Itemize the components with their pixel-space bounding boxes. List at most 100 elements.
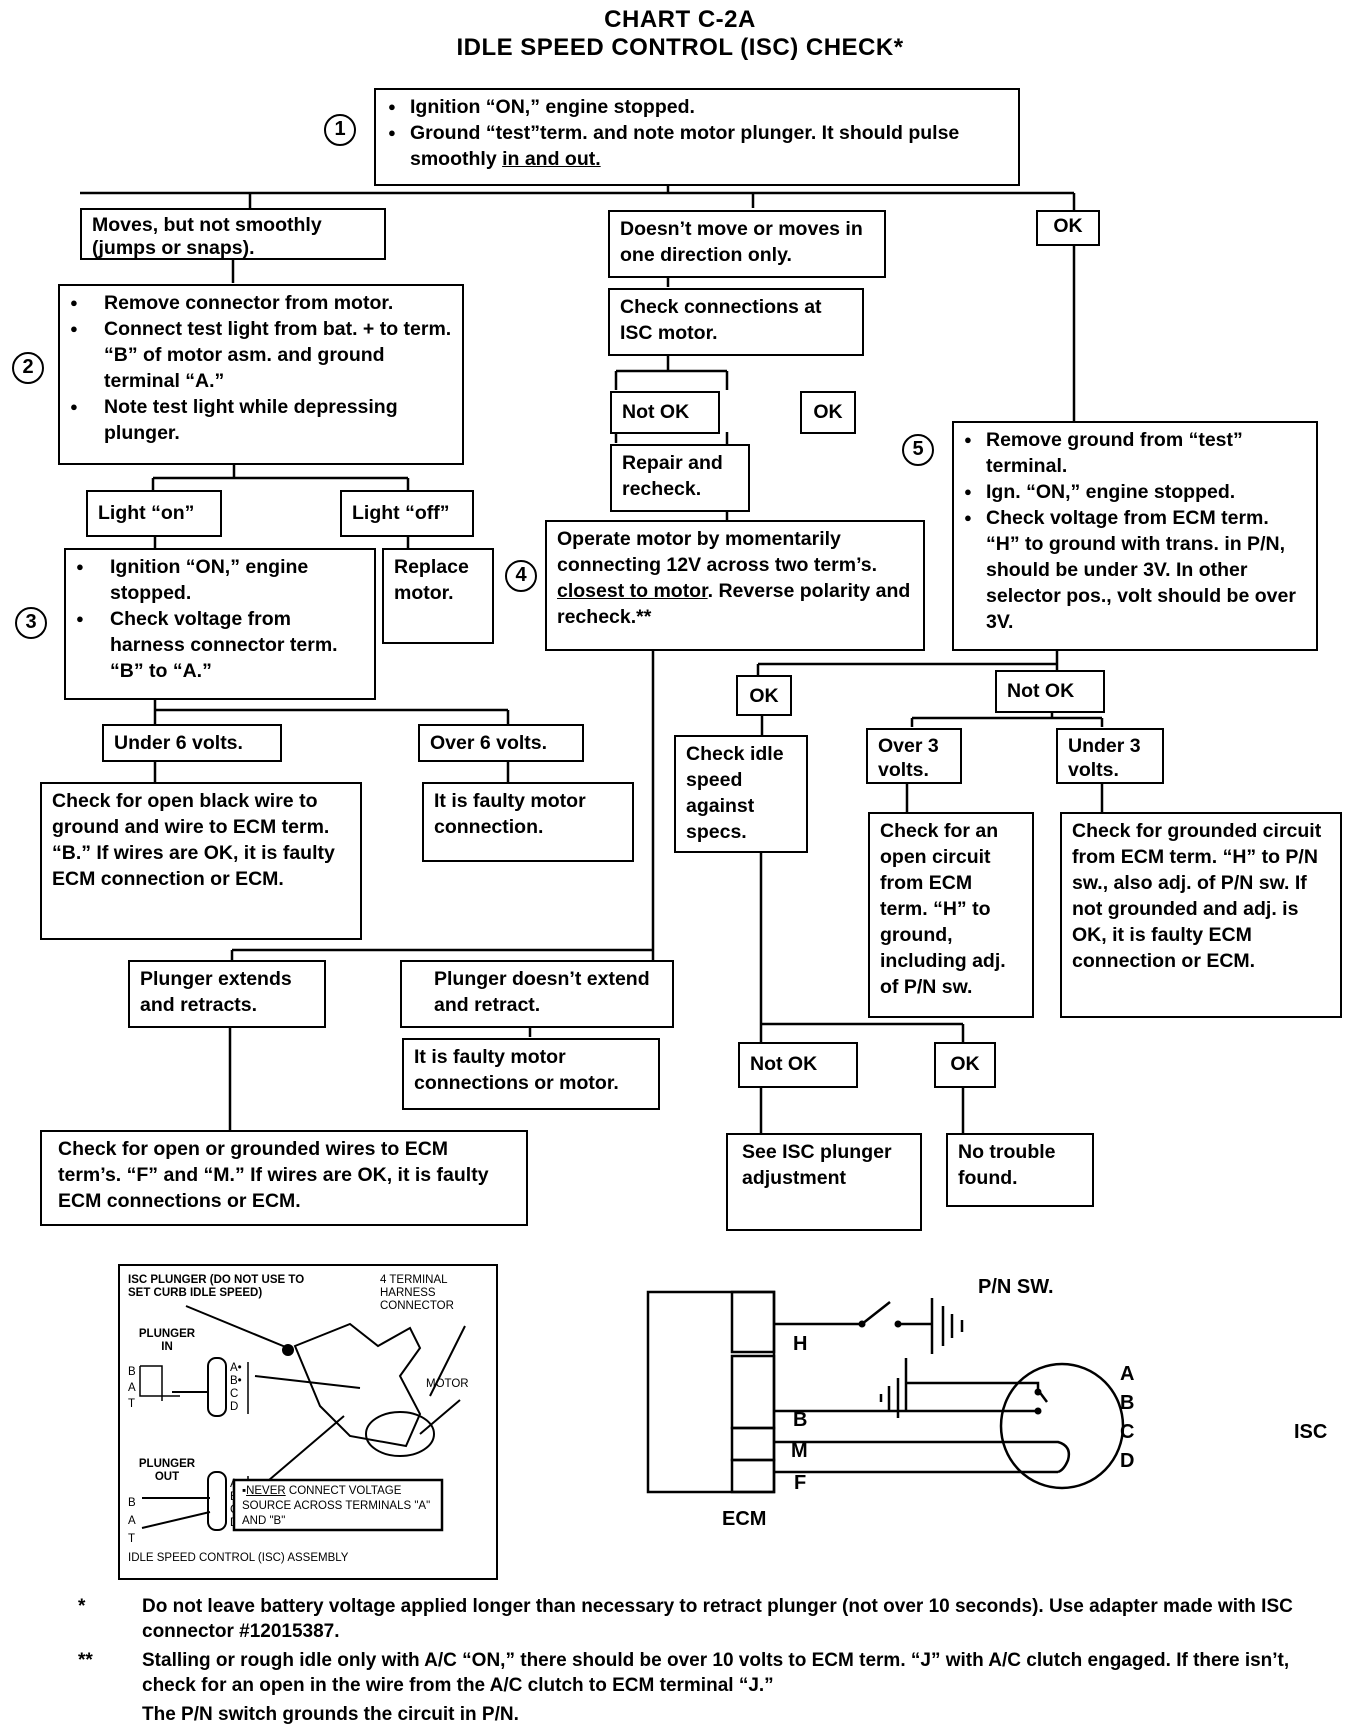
step1-item: Ground “test”term. and note motor plunge…	[388, 120, 1008, 172]
light-off-box: Light “off”	[340, 490, 474, 537]
bat-label: A	[128, 1515, 136, 1527]
footnote: ** Stalling or rough idle only with A/C “…	[78, 1648, 1348, 1698]
ecm-terminal-h-label: H	[793, 1333, 808, 1355]
step-marker-5: 5	[902, 434, 934, 466]
footnotes: *Do not leave battery voltage applied lo…	[78, 1594, 1348, 1731]
terminal-label: C	[230, 1388, 239, 1400]
ecm-label: ECM	[722, 1508, 767, 1530]
bat-label: T	[128, 1398, 136, 1410]
repair-recheck-box: Repair and recheck.	[610, 444, 750, 512]
bat-label: A	[128, 1382, 136, 1394]
test-wire-in	[139, 1365, 180, 1401]
step5-item: Remove ground from “test” terminal.	[964, 427, 1306, 479]
footnote-text: Stalling or rough idle only with A/C “ON…	[142, 1650, 1290, 1696]
wire-label-c: C	[1120, 1421, 1135, 1443]
faulty-motor-connection-box: It is faulty motor connection.	[422, 782, 634, 862]
plunger-in-label: PLUNGER IN	[138, 1328, 196, 1353]
connector	[153, 760, 510, 782]
step-marker-1: 1	[324, 114, 356, 146]
connector	[759, 852, 965, 1042]
ecm-terminal-m	[730, 1426, 776, 1462]
ecm-terminal-h	[730, 1290, 776, 1354]
terminal-label: B•	[230, 1375, 242, 1387]
step5-item: Ign. “ON,” engine stopped.	[964, 479, 1306, 505]
step5-box: Remove ground from “test” terminal. Ign.…	[952, 421, 1318, 651]
plunger-doesnt-box: Plunger doesn’t extend and retract.	[400, 960, 674, 1028]
test-wire-out	[141, 1497, 211, 1529]
step4-text-post: . Reverse polarity and recheck.**	[557, 580, 911, 628]
connector-plug-in-icon	[207, 1357, 227, 1417]
step4-box: Operate motor by momentarily connecting …	[545, 520, 925, 651]
step4-text: Operate motor by momentarily connecting …	[557, 528, 878, 576]
faulty-motor-or-connections-box: It is faulty motor connections or motor.	[402, 1038, 660, 1110]
replace-motor-box: Replace motor.	[382, 548, 494, 644]
step1-item: Ignition “ON,” engine stopped.	[388, 94, 1008, 120]
step1-item-text: Ground “test”term. and note motor plunge…	[410, 122, 960, 170]
step2-item: Remove connector from motor.	[70, 290, 452, 316]
connector	[80, 184, 1076, 210]
ground-icon	[930, 1298, 964, 1354]
step1-underlined: in and out.	[502, 148, 601, 170]
ecm-terminal-f	[730, 1458, 776, 1494]
wiring-schematic	[646, 1290, 1125, 1494]
check-open-circuit-box: Check for an open circuit from ECM term.…	[868, 812, 1034, 1018]
isc-assembly-drawing	[139, 1305, 466, 1532]
step-marker-2: 2	[12, 352, 44, 384]
wire-label-a: A	[1120, 1363, 1135, 1385]
connector	[614, 355, 729, 390]
connector	[905, 782, 1104, 812]
bat-label: B	[128, 1366, 136, 1378]
switch-wire	[774, 1301, 932, 1326]
warning-never: NEVER	[246, 1485, 286, 1497]
connector-label: 4 TERMINAL HARNESS CONNECTOR	[380, 1274, 454, 1312]
bat-labels-out: B A T	[128, 1494, 136, 1548]
footnote-mark: **	[78, 1650, 93, 1671]
terminal-label: A•	[230, 1362, 242, 1374]
ecm-terminal-m-label: M	[791, 1440, 808, 1462]
plunger-extends-box: Plunger extends and retracts.	[128, 960, 326, 1028]
step4-underlined: closest to motor	[557, 580, 708, 602]
chart-id: CHART C-2A	[604, 6, 756, 33]
footnote-text: The P/N switch grounds the circuit in P/…	[142, 1704, 519, 1725]
not-ok-step5-box: Not OK	[995, 670, 1105, 713]
under-6-volts-box: Under 6 volts.	[102, 724, 282, 762]
connector	[151, 463, 410, 490]
ok-step5-box: OK	[736, 675, 792, 716]
footnote: *Do not leave battery voltage applied lo…	[78, 1594, 1348, 1644]
isc-motor-drawing	[293, 1322, 422, 1448]
wire-label-d: D	[1120, 1450, 1135, 1472]
isc-plunger-label: ISC PLUNGER (DO NOT USE TO SET CURB IDLE…	[128, 1274, 305, 1299]
wire-label-b: B	[1120, 1392, 1135, 1414]
chart-title: IDLE SPEED CONTROL (ISC) CHECK*	[456, 34, 904, 61]
assembly-caption: IDLE SPEED CONTROL (ISC) ASSEMBLY	[128, 1552, 349, 1564]
step1-box: Ignition “ON,” engine stopped. Ground “t…	[374, 88, 1020, 186]
check-connections-box: Check connections at ISC motor.	[608, 288, 864, 356]
bat-label: B	[128, 1497, 136, 1509]
not-ok-idle-box: Not OK	[738, 1042, 858, 1088]
no-trouble-box: No trouble found.	[946, 1133, 1094, 1207]
isc-motor-circle	[999, 1362, 1125, 1490]
plunger-out-label: PLUNGER OUT	[138, 1458, 196, 1483]
step5-item: Check voltage from ECM term. “H” to grou…	[964, 505, 1306, 635]
ground-icon	[879, 1358, 908, 1418]
terminal-label: D	[230, 1401, 239, 1413]
pn-switch-label: P/N SW.	[978, 1276, 1054, 1298]
ok-top-box: OK	[1036, 210, 1100, 246]
wire-a	[906, 1381, 1048, 1403]
step2-box: Remove connector from motor. Connect tes…	[58, 284, 464, 465]
step2-item: Note test light while depressing plunger…	[70, 394, 452, 446]
bat-label: T	[128, 1533, 136, 1545]
footnote-text: Do not leave battery voltage applied lon…	[142, 1596, 1293, 1642]
step-marker-3: 3	[15, 607, 47, 639]
over-3-volts-box: Over 3 volts.	[866, 728, 962, 784]
connector-plug-out-icon	[207, 1471, 227, 1531]
ecm-terminal-f-label: F	[794, 1472, 807, 1494]
bat-labels-in: B A T	[128, 1364, 136, 1412]
under-3-volts-box: Under 3 volts.	[1056, 728, 1164, 784]
connector	[759, 1087, 965, 1133]
ok-idle-box: OK	[934, 1042, 996, 1088]
step2-item: Connect test light from bat. + to term. …	[70, 316, 452, 394]
check-grounded-circuit-box: Check for grounded circuit from ECM term…	[1060, 812, 1342, 1018]
step3-item: Check voltage from harness connector ter…	[76, 606, 364, 684]
